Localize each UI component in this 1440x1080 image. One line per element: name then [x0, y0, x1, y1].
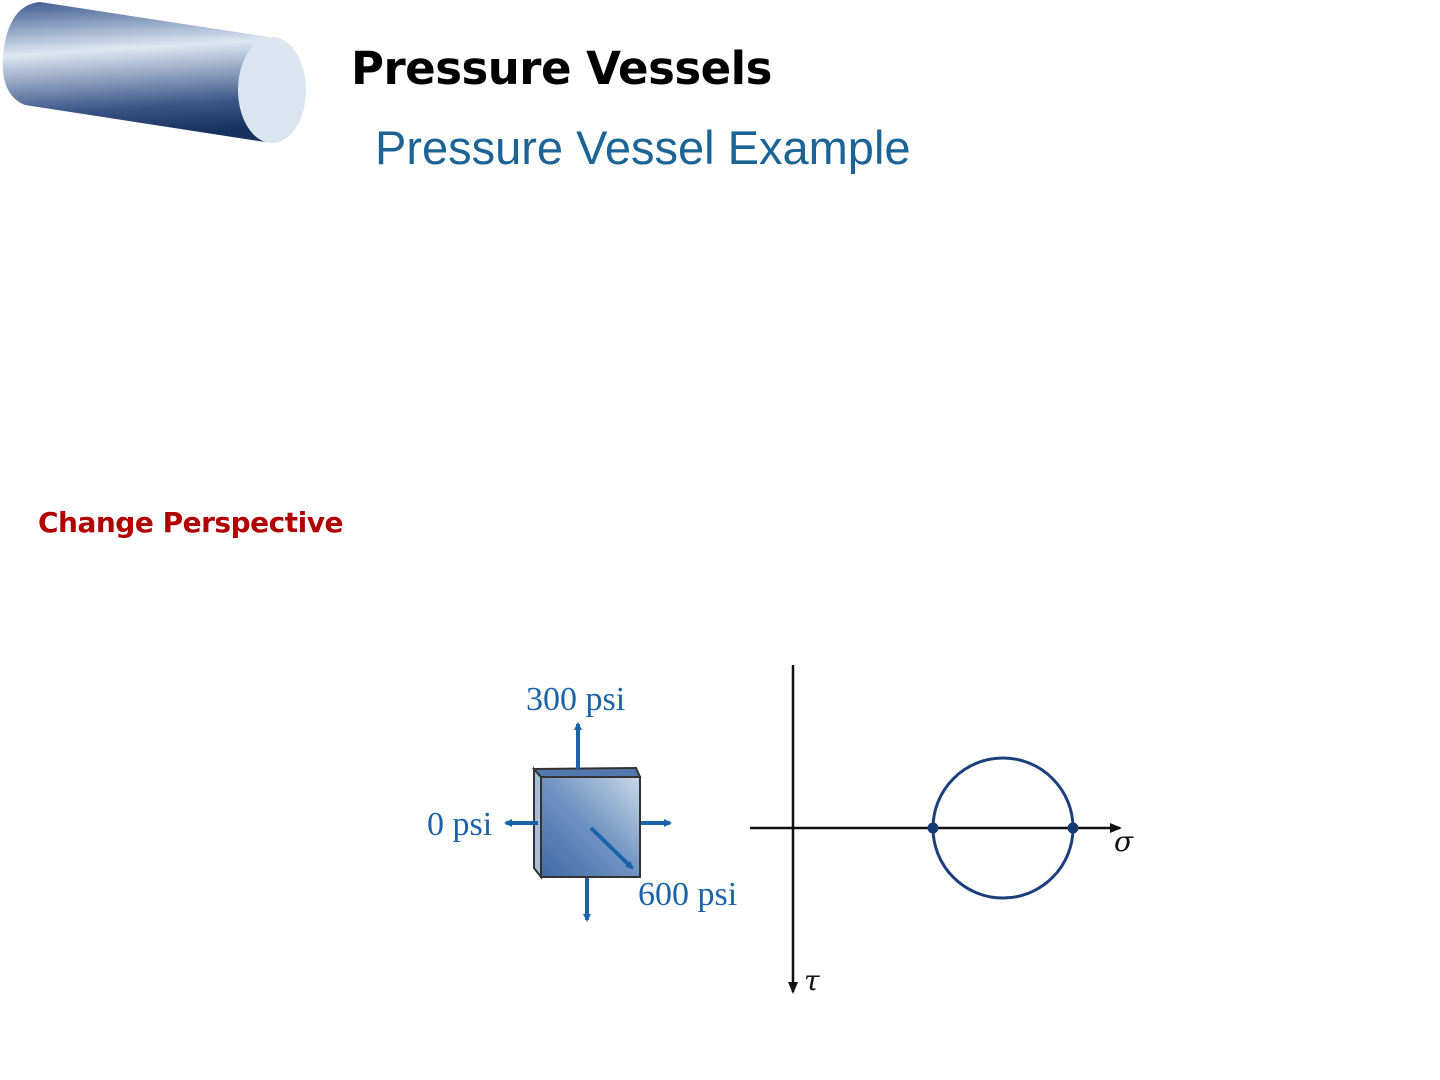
label-0-psi: 0 psi: [427, 806, 492, 843]
point-sigma-max: [1067, 822, 1079, 834]
section-label: Change Perspective: [38, 506, 343, 539]
slide-title: Pressure Vessels: [351, 42, 772, 95]
slide-subtitle: Pressure Vessel Example: [375, 121, 911, 174]
arrow-diagonal: [589, 826, 634, 870]
label-600-psi: 600 psi: [638, 876, 737, 913]
sigma-label: σ: [1114, 825, 1134, 858]
point-sigma-min: [927, 822, 939, 834]
stress-element: 300 psi 0 psi 600 psi: [427, 681, 737, 922]
tau-label: τ: [804, 964, 820, 997]
label-300-psi: 300 psi: [526, 681, 625, 718]
cylinder-logo: [2, 2, 306, 143]
mohr-circle-diagram: σ τ: [750, 665, 1134, 997]
